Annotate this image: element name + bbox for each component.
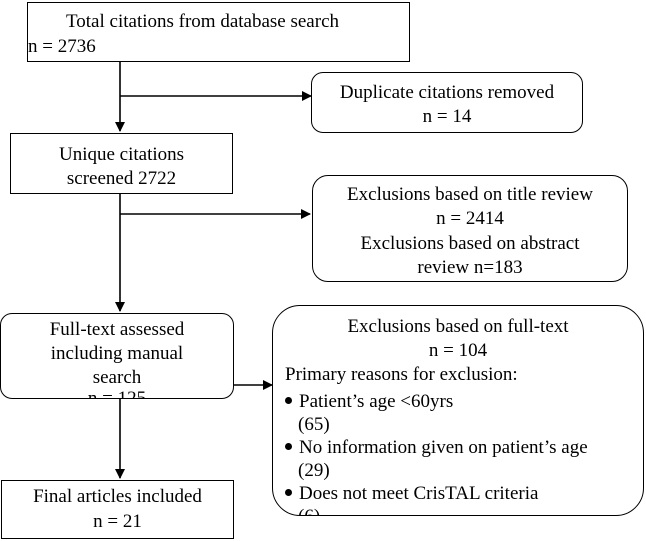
fulltext-assessed-line1: Full-text assessed [49,319,185,340]
duplicates-count: n = 14 [422,106,472,127]
abstract-exclusions-label: Exclusions based on abstract [360,233,580,254]
final-articles-label: Final articles included [33,486,202,507]
unique-citations-count: screened 2722 [66,168,177,189]
total-citations-count: n = 2736 [28,36,96,57]
fulltext-exclusions-label: Exclusions based on full-text [347,316,569,337]
bullet-icon [285,443,292,451]
exclusion-reasons-heading: Primary reasons for exclusion: [285,364,518,385]
fulltext-exclusions-box: Exclusions based on full-text n = 104 Pr… [272,305,644,516]
unique-citations-box: Unique citations screened 2722 [10,133,233,194]
reason-text: Patient’s age <60yrs [299,391,454,412]
fulltext-assessed-line3: search [92,367,142,388]
fulltext-assessed-line2: including manual [50,343,184,364]
fulltext-assessed-count: n = 125 [87,388,147,399]
reason-item: No information given on patient’s age [285,437,588,459]
bullet-icon [285,489,292,497]
duplicates-box: Duplicate citations removed n = 14 [311,72,583,133]
bullet-icon [285,397,292,405]
final-articles-box: Final articles included n = 21 [1,480,234,539]
fulltext-exclusions-count: n = 104 [428,340,488,361]
final-articles-count: n = 21 [93,511,142,532]
title-abstract-exclusions-box: Exclusions based on title review n = 241… [312,175,628,282]
title-exclusions-count: n = 2414 [436,208,504,229]
fulltext-assessed-box: Full-text assessed including manual sear… [0,313,234,399]
abstract-exclusions-count: review n=183 [417,257,523,278]
reason-count: (29) [298,460,330,481]
title-exclusions-label: Exclusions based on title review [347,184,593,205]
reason-text: No information given on patient’s age [299,437,588,458]
unique-citations-label: Unique citations [58,144,185,165]
total-citations-label: Total citations from database search [66,11,340,32]
total-citations-box: Total citations from database search n =… [27,2,410,62]
reason-count: (6) [298,506,320,515]
reason-count: (65) [298,414,330,435]
reason-item: Does not meet CrisTAL criteria [285,483,538,505]
reason-text: Does not meet CrisTAL criteria [299,483,539,504]
reason-item: Patient’s age <60yrs [285,391,453,413]
duplicates-label: Duplicate citations removed [339,82,555,103]
